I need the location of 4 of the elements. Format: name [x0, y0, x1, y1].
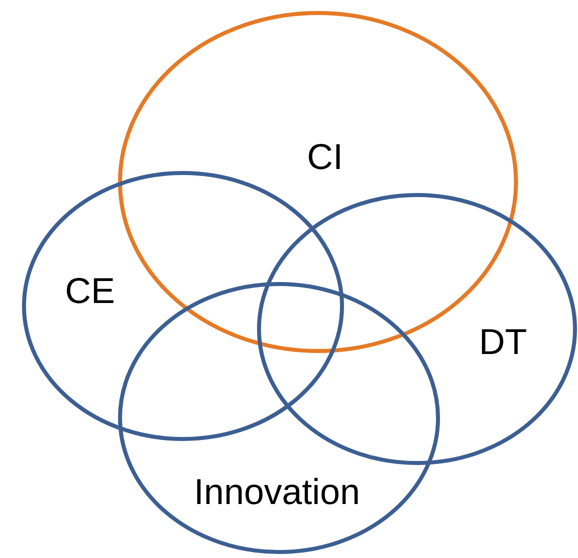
set-label: Innovation	[194, 474, 360, 510]
set-label: DT	[479, 324, 527, 360]
set-label: CI	[307, 139, 343, 175]
set-label: CE	[65, 273, 115, 309]
